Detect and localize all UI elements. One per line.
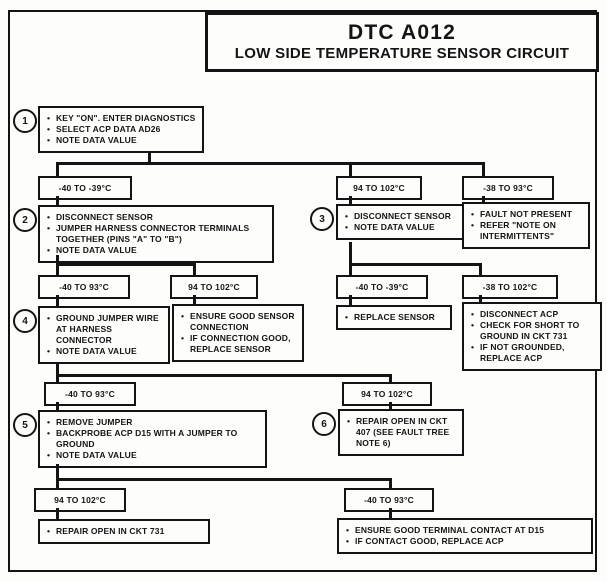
page-title: DTC A012 <box>347 21 457 45</box>
step-line: SELECT ACP DATA AD26 <box>46 124 198 135</box>
step-line: JUMPER HARNESS CONNECTOR TERMINALS TOGET… <box>46 223 268 245</box>
connector-line <box>193 295 196 304</box>
step-line: KEY "ON". ENTER DIAGNOSTICS <box>46 113 198 124</box>
step-line: DISCONNECT SENSOR <box>344 211 464 222</box>
step-line: NOTE DATA VALUE <box>344 222 464 233</box>
connector-line <box>349 242 352 265</box>
page-subtitle: LOW SIDE TEMPERATURE SENSOR CIRCUIT <box>234 44 570 62</box>
connector-line <box>56 263 196 266</box>
connector-line <box>56 478 392 481</box>
title-box: DTC A012 LOW SIDE TEMPERATURE SENSOR CIR… <box>205 12 599 72</box>
fault-not-present-box: FAULT NOT PRESENT REFER "NOTE ON INTERMI… <box>462 202 590 250</box>
connector-line <box>56 508 59 519</box>
connector-line <box>56 464 59 480</box>
connector-line <box>56 402 59 411</box>
action-line: IF NOT GROUNDED, REPLACE ACP <box>470 342 596 364</box>
action-line: REPLACE SENSOR <box>344 312 446 323</box>
step-4-badge: 4 <box>13 309 37 333</box>
range-label-1c: -38 TO 93°C <box>462 176 554 200</box>
range-label-2d: -38 TO 102°C <box>462 275 558 299</box>
connector-line <box>56 164 59 177</box>
action-line: IF CONTACT GOOD, REPLACE ACP <box>345 536 587 547</box>
step-1-badge: 1 <box>13 109 37 133</box>
connector-line <box>56 480 59 488</box>
connector-line <box>56 374 392 377</box>
range-label-2c: -40 TO -39°C <box>336 275 428 299</box>
step-line: NOTE DATA VALUE <box>46 346 164 357</box>
ensure-terminal-contact-box: ENSURE GOOD TERMINAL CONTACT AT D15 IF C… <box>337 518 593 555</box>
range-label-2b: 94 TO 102°C <box>170 275 258 299</box>
step-3-badge: 3 <box>310 207 334 231</box>
connector-line <box>56 255 59 265</box>
step-line: GROUND JUMPER WIRE AT HARNESS CONNECTOR <box>46 313 164 346</box>
step-line: NOTE DATA VALUE <box>46 450 261 461</box>
step-1-box: KEY "ON". ENTER DIAGNOSTICS SELECT ACP D… <box>38 106 204 154</box>
connector-line <box>56 295 59 306</box>
connector-line <box>479 265 482 275</box>
connector-line <box>349 263 482 266</box>
flowchart-frame <box>8 10 597 572</box>
action-line: ENSURE GOOD SENSOR CONNECTION <box>180 311 298 333</box>
connector-line <box>482 164 485 177</box>
step-line: REPAIR OPEN IN CKT 407 (SEE FAULT TREE N… <box>346 416 458 449</box>
step-5-badge: 5 <box>13 413 37 437</box>
connector-line <box>389 508 392 518</box>
connector-line <box>349 295 352 305</box>
range-label-4a: 94 TO 102°C <box>34 488 126 512</box>
connector-line <box>389 402 392 410</box>
connector-line <box>193 265 196 275</box>
step-6-badge: 6 <box>312 412 336 436</box>
replace-sensor-box: REPLACE SENSOR <box>336 305 452 331</box>
connector-line <box>56 265 59 275</box>
action-line: FAULT NOT PRESENT <box>470 209 584 220</box>
range-label-1a: -40 TO -39°C <box>38 176 132 200</box>
step-4-box: GROUND JUMPER WIRE AT HARNESS CONNECTOR … <box>38 306 170 365</box>
step-2-badge: 2 <box>13 208 37 232</box>
repair-ckt-731-box: REPAIR OPEN IN CKT 731 <box>38 519 210 545</box>
step-line: REMOVE JUMPER <box>46 417 261 428</box>
step-5-box: REMOVE JUMPER BACKPROBE ACP D15 WITH A J… <box>38 410 267 469</box>
connector-line <box>482 196 485 203</box>
range-label-2a: -40 TO 93°C <box>38 275 130 299</box>
range-label-3a: -40 TO 93°C <box>44 382 136 406</box>
connector-line <box>389 480 392 488</box>
step-6-box: REPAIR OPEN IN CKT 407 (SEE FAULT TREE N… <box>338 409 464 457</box>
connector-line <box>56 362 59 376</box>
action-line: REPAIR OPEN IN CKT 731 <box>46 526 204 537</box>
action-line: ENSURE GOOD TERMINAL CONTACT AT D15 <box>345 525 587 536</box>
connector-line <box>148 151 151 164</box>
connector-line <box>349 196 352 205</box>
connector-line <box>479 295 482 302</box>
ensure-sensor-connection-box: ENSURE GOOD SENSOR CONNECTION IF CONNECT… <box>172 304 304 363</box>
action-line: CHECK FOR SHORT TO GROUND IN CKT 731 <box>470 320 596 342</box>
action-line: REFER "NOTE ON INTERMITTENTS" <box>470 220 584 242</box>
connector-line <box>56 162 485 165</box>
connector-line <box>56 196 59 206</box>
step-line: NOTE DATA VALUE <box>46 245 268 256</box>
step-line: NOTE DATA VALUE <box>46 135 198 146</box>
step-line: BACKPROBE ACP D15 WITH A JUMPER TO GROUN… <box>46 428 261 450</box>
connector-line <box>389 376 392 383</box>
connector-line <box>56 376 59 383</box>
action-line: DISCONNECT ACP <box>470 309 596 320</box>
step-line: DISCONNECT SENSOR <box>46 212 268 223</box>
range-label-3b: 94 TO 102°C <box>342 382 432 406</box>
step-2-box: DISCONNECT SENSOR JUMPER HARNESS CONNECT… <box>38 205 274 264</box>
step-3-box: DISCONNECT SENSOR NOTE DATA VALUE <box>336 204 470 241</box>
connector-line <box>349 265 352 275</box>
action-line: IF CONNECTION GOOD, REPLACE SENSOR <box>180 333 298 355</box>
disconnect-acp-box: DISCONNECT ACP CHECK FOR SHORT TO GROUND… <box>462 302 602 372</box>
connector-line <box>349 164 352 177</box>
